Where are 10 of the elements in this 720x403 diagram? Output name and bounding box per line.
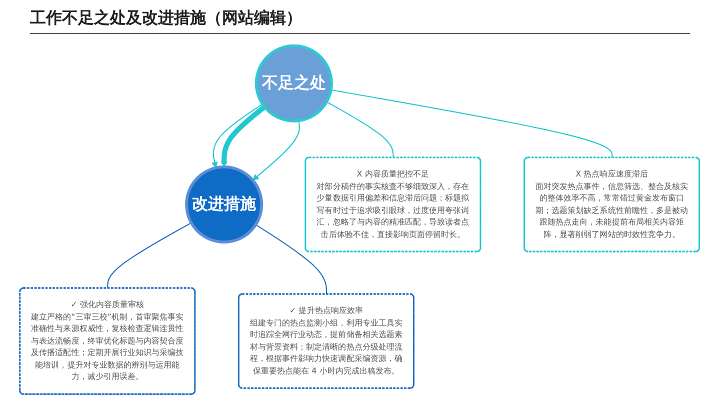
slide-title: 工作不足之处及改进措施（网站编辑） — [30, 8, 690, 34]
connector — [108, 222, 192, 288]
connector — [331, 89, 614, 158]
connector — [256, 224, 328, 294]
arrow — [212, 104, 264, 168]
arrow — [252, 120, 300, 181]
connector — [326, 101, 394, 158]
arrow — [221, 104, 267, 168]
node-circle: 不足之处 — [255, 44, 334, 122]
node-circle: 改进措施 — [185, 165, 264, 244]
